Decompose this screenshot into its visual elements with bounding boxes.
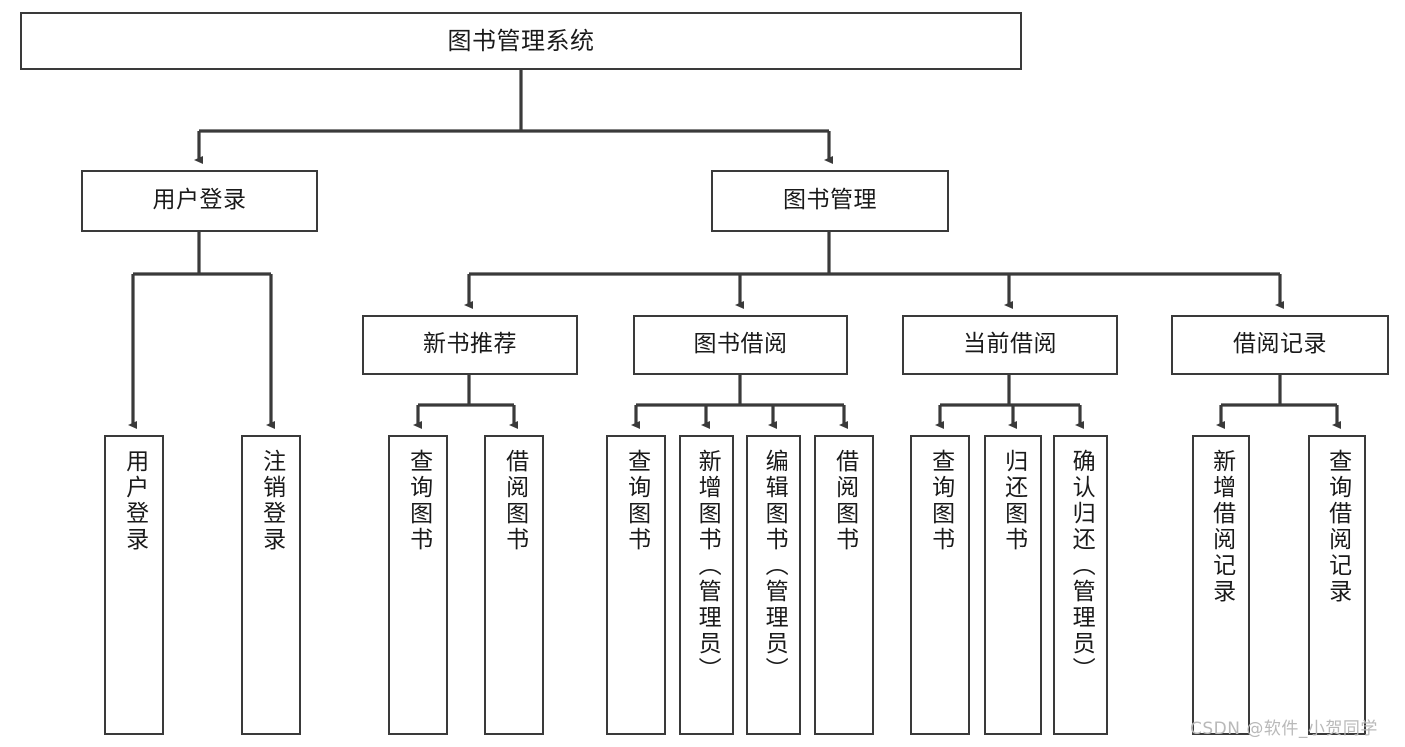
node-root-label: 图书管理系统 <box>447 26 595 55</box>
node-leaf-add-borrow-record[interactable]: 新增借阅记录 <box>1192 435 1250 735</box>
node-book-borrow[interactable]: 图书借阅 <box>633 315 848 375</box>
node-root-system[interactable]: 图书管理系统 <box>20 12 1022 70</box>
node-leaf-query-book-1-label: 查询图书 <box>405 449 432 553</box>
node-book-borrow-label: 图书借阅 <box>693 331 788 358</box>
node-leaf-borrow-book-1[interactable]: 借阅图书 <box>484 435 544 735</box>
node-leaf-query-borrow-record-label: 查询借阅记录 <box>1324 449 1351 605</box>
node-leaf-borrow-book-1-label: 借阅图书 <box>501 449 528 553</box>
node-leaf-user-login-label: 用户登录 <box>121 449 148 553</box>
node-leaf-query-book-2[interactable]: 查询图书 <box>606 435 666 735</box>
node-leaf-add-book-admin-label: 新增图书（管理员） <box>694 449 721 683</box>
node-leaf-user-login[interactable]: 用户登录 <box>104 435 164 735</box>
node-leaf-add-book-admin[interactable]: 新增图书（管理员） <box>679 435 734 735</box>
node-new-book-recommend[interactable]: 新书推荐 <box>362 315 578 375</box>
node-leaf-logout-login[interactable]: 注销登录 <box>241 435 301 735</box>
node-leaf-return-book-label: 归还图书 <box>1000 449 1027 553</box>
node-leaf-add-borrow-record-label: 新增借阅记录 <box>1208 449 1235 605</box>
node-leaf-query-book-3-label: 查询图书 <box>927 449 954 553</box>
node-leaf-query-book-1[interactable]: 查询图书 <box>388 435 448 735</box>
node-new-book-recommend-label: 新书推荐 <box>423 331 517 358</box>
node-current-borrow-label: 当前借阅 <box>963 331 1057 358</box>
node-leaf-query-book-2-label: 查询图书 <box>623 449 650 553</box>
node-leaf-edit-book-admin[interactable]: 编辑图书（管理员） <box>746 435 801 735</box>
node-leaf-borrow-book-2[interactable]: 借阅图书 <box>814 435 874 735</box>
node-current-borrow[interactable]: 当前借阅 <box>902 315 1118 375</box>
node-leaf-query-borrow-record[interactable]: 查询借阅记录 <box>1308 435 1366 735</box>
node-leaf-confirm-return-admin[interactable]: 确认归还（管理员） <box>1053 435 1108 735</box>
node-leaf-confirm-return-admin-label: 确认归还（管理员） <box>1068 449 1095 683</box>
node-leaf-borrow-book-2-label: 借阅图书 <box>831 449 858 553</box>
node-leaf-query-book-3[interactable]: 查询图书 <box>910 435 970 735</box>
node-user-login[interactable]: 用户登录 <box>81 170 318 232</box>
node-book-manage-label: 图书管理 <box>783 187 877 214</box>
node-book-manage[interactable]: 图书管理 <box>711 170 949 232</box>
node-user-login-label: 用户登录 <box>152 187 247 214</box>
node-borrow-record[interactable]: 借阅记录 <box>1171 315 1389 375</box>
node-leaf-return-book[interactable]: 归还图书 <box>984 435 1042 735</box>
node-leaf-logout-login-label: 注销登录 <box>258 449 285 553</box>
node-borrow-record-label: 借阅记录 <box>1233 331 1327 358</box>
node-leaf-edit-book-admin-label: 编辑图书（管理员） <box>761 449 788 683</box>
